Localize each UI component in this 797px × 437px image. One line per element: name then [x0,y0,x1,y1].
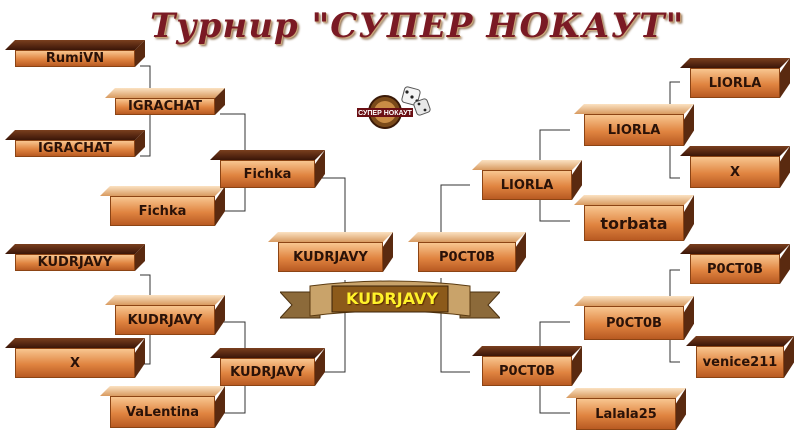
player-name: Lalala25 [576,398,676,430]
player-name: P0CT0B [690,254,780,284]
left-r2-slot-1[interactable]: IGRACHAT [105,88,225,115]
left-r3-slot-2[interactable]: KUDRJAVY [210,348,325,386]
right-r1-slot-5[interactable]: venice211 [686,336,794,378]
right-r2-slot-1[interactable]: LIORLA [574,104,694,146]
left-r1-slot-5[interactable]: X [5,338,145,378]
left-r1-slot-1[interactable]: RumiVN [5,40,145,67]
right-r1-slot-4[interactable]: P0CT0B [680,244,790,284]
tournament-logo: СУПЕР НОКАУТ [357,86,431,129]
player-name: LIORLA [584,114,684,146]
player-name: venice211 [696,346,784,378]
right-r1-slot-1[interactable]: LIORLA [680,58,790,98]
right-r1-slot-6[interactable]: Lalala25 [566,388,686,430]
player-name: P0CT0B [482,356,572,386]
player-name: IGRACHAT [115,98,215,115]
right-r2-slot-2[interactable]: P0CT0B [574,296,694,340]
player-name: VaLentina [110,396,215,428]
player-name: X [690,156,780,188]
player-name: torbata [584,205,684,241]
right-final-slot[interactable]: P0CT0B [408,232,526,272]
right-r3-slot-2[interactable]: P0CT0B [472,346,582,386]
player-name: P0CT0B [584,306,684,340]
player-name: Fichka [110,196,215,226]
right-r3-slot-1[interactable]: LIORLA [472,160,582,200]
player-name: KUDRJAVY [115,305,215,335]
left-r1-slot-4[interactable]: KUDRJAVY [5,244,145,271]
dice-icon [401,86,431,116]
player-name: IGRACHAT [15,140,135,157]
left-r3-slot-1[interactable]: Fichka [210,150,325,188]
player-name: P0CT0B [418,242,516,272]
left-r1-slot-6[interactable]: VaLentina [100,386,225,428]
right-r1-slot-3[interactable]: torbata [574,195,694,241]
left-r1-slot-2[interactable]: IGRACHAT [5,130,145,157]
player-name: LIORLA [482,170,572,200]
left-r2-slot-2[interactable]: KUDRJAVY [105,295,225,335]
player-name: KUDRJAVY [15,254,135,271]
left-r1-slot-3[interactable]: Fichka [100,186,225,226]
player-name: Fichka [220,160,315,188]
right-r1-slot-2[interactable]: X [680,146,790,188]
player-name: RumiVN [15,50,135,67]
logo-text: СУПЕР НОКАУТ [358,110,413,117]
winner-name: KUDRJAVY [346,289,438,308]
player-name: X [15,348,135,378]
page-title: Турнир "СУПЕР НОКАУТ" [150,6,685,46]
player-name: KUDRJAVY [278,242,383,272]
left-final-slot[interactable]: KUDRJAVY [268,232,393,272]
winner-ribbon [280,280,500,319]
player-name: LIORLA [690,68,780,98]
player-name: KUDRJAVY [220,358,315,386]
